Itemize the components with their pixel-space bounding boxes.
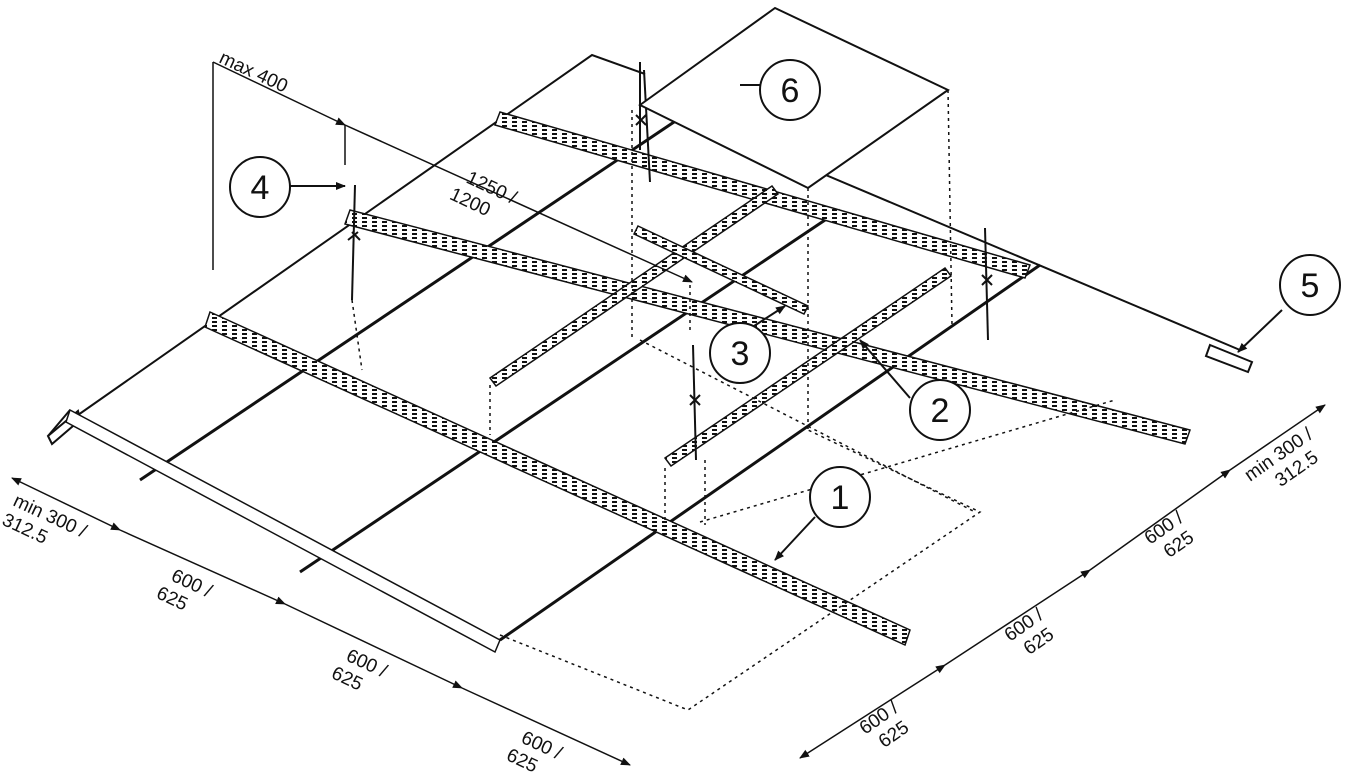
dim-right-module-1: 600 / 625 [856,697,913,752]
callout-3-label: 3 [731,335,750,373]
callout-4-label: 4 [251,169,270,207]
wall-angle [46,343,1254,446]
callout-5-label: 5 [1301,267,1320,305]
callout-2-label: 2 [931,392,950,430]
main-runners [65,111,1191,654]
callout-4: 4 [229,156,291,218]
dim-right-module-2: 600 / 625 [1001,604,1058,659]
callout-6-label: 6 [781,72,800,110]
dimension-lines [11,61,1326,766]
loose-profiles [488,184,953,468]
dim-left-module-2: 600 / 625 [328,645,391,695]
dim-right-edge: min 300 / 312.5 [1241,424,1323,492]
ceiling-outline [47,53,1241,437]
dim-right-module-3: 600 / 625 [1141,507,1198,562]
projection-lines [351,89,1116,711]
cross-tees [139,116,1041,642]
hangers [347,62,993,461]
callout-3: 3 [709,322,771,384]
callout-1: 1 [809,466,871,528]
dim-left-module-1: 600 / 625 [153,565,216,615]
dim-left-edge: min 300 / 312.5 [0,490,90,548]
dim-max-400: max 400 [216,47,291,97]
callout-5: 5 [1279,254,1341,316]
dim-1250-1200: 1250 / 1200 [446,167,520,220]
dim-left-module-3: 600 / 625 [503,727,566,777]
callout-2: 2 [909,379,971,441]
callout-6: 6 [759,59,821,121]
callout-1-label: 1 [831,479,850,517]
